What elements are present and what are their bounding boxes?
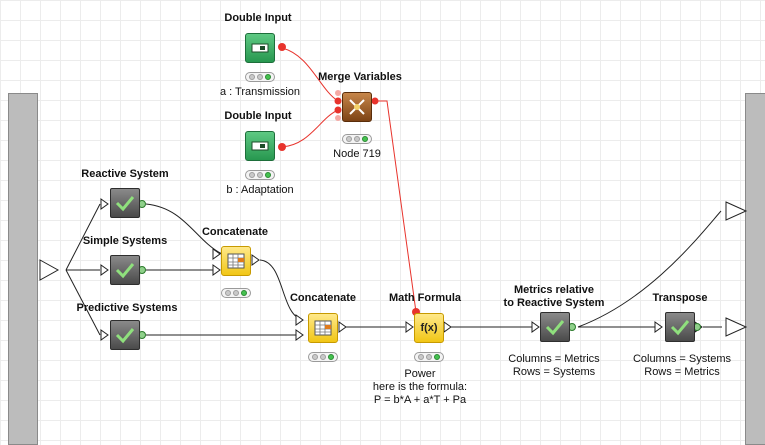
in-port [295,314,304,326]
node-status [245,170,275,180]
node-label: here is the formula: [372,381,468,393]
node-status [245,72,275,82]
workflow-input-bar [8,93,38,445]
merge-variables-node[interactable] [342,92,372,122]
in-port [100,264,109,276]
simple-systems-node[interactable] [110,255,140,285]
node-label: Rows = Metrics [644,366,720,378]
checkmark-icon [115,328,135,344]
node-label: Rows = Systems [512,366,596,378]
math-formula-node[interactable]: f(x) [414,313,444,343]
node-label: Power [404,368,436,380]
node-title: Merge Variables [318,71,402,83]
flow-variable-line [281,109,339,148]
merge-icon [349,99,365,115]
in-port [212,248,221,260]
node-status [414,352,444,362]
node-title: Double Input [224,110,292,122]
node-label: P = b*A + a*T + Pa [373,394,467,406]
connection-line [145,203,223,255]
flow-port [334,97,342,105]
flow-port [278,43,286,51]
node-title: Metrics relative [513,284,595,296]
workflow-input-port [39,259,60,281]
node-title: Simple Systems [82,235,168,247]
concatenate-node[interactable] [308,313,338,343]
in-port [212,264,221,276]
checkmark-icon [670,320,690,336]
concatenate-node[interactable] [221,246,251,276]
node-title: Math Formula [388,292,462,304]
in-port [295,329,304,341]
transpose-node[interactable] [665,312,695,342]
checkmark-icon [115,196,135,212]
node-status [342,134,372,144]
function-icon: f(x) [420,322,438,334]
checkmark-icon [115,263,135,279]
in-port [654,321,663,333]
workflow-output-port [725,201,748,221]
in-port [531,321,540,333]
node-label: Node 719 [333,148,381,160]
connection-line [65,203,101,271]
node-status [308,352,338,362]
flow-port [278,143,286,151]
connection-line [259,259,304,321]
node-status [221,288,251,298]
node-title: Concatenate [289,292,357,304]
metrics-relative-node[interactable] [540,312,570,342]
node-label: Columns = Systems [632,353,732,365]
predictive-systems-node[interactable] [110,320,140,350]
flow-port [334,106,342,114]
flow-port [371,97,379,105]
slider-input-icon [251,141,269,151]
node-title: Reactive System [81,168,169,180]
out-port [443,321,452,333]
slider-input-icon [251,43,269,53]
flow-variable-line [375,100,417,313]
node-title: Double Input [224,12,292,24]
connection-line [65,269,101,336]
out-port [338,321,347,333]
double-input-node[interactable] [245,131,275,161]
node-label: b : Adaptation [226,184,294,196]
node-title: Predictive Systems [76,302,178,314]
node-label: a : Transmission [219,86,301,98]
checkmark-icon [545,320,565,336]
connection-line [577,210,722,328]
table-icon [314,320,332,336]
out-port [251,254,260,266]
in-port [100,329,109,341]
node-title: Concatenate [201,226,269,238]
in-port [405,321,414,333]
table-icon [227,253,245,269]
double-input-node[interactable] [245,33,275,63]
node-title: Transpose [652,292,708,304]
workflow-output-port [725,317,748,337]
in-port [100,198,109,210]
reactive-system-node[interactable] [110,188,140,218]
node-title: to Reactive System [503,297,605,309]
node-label: Columns = Metrics [508,353,600,365]
flow-variable-line [281,47,339,102]
